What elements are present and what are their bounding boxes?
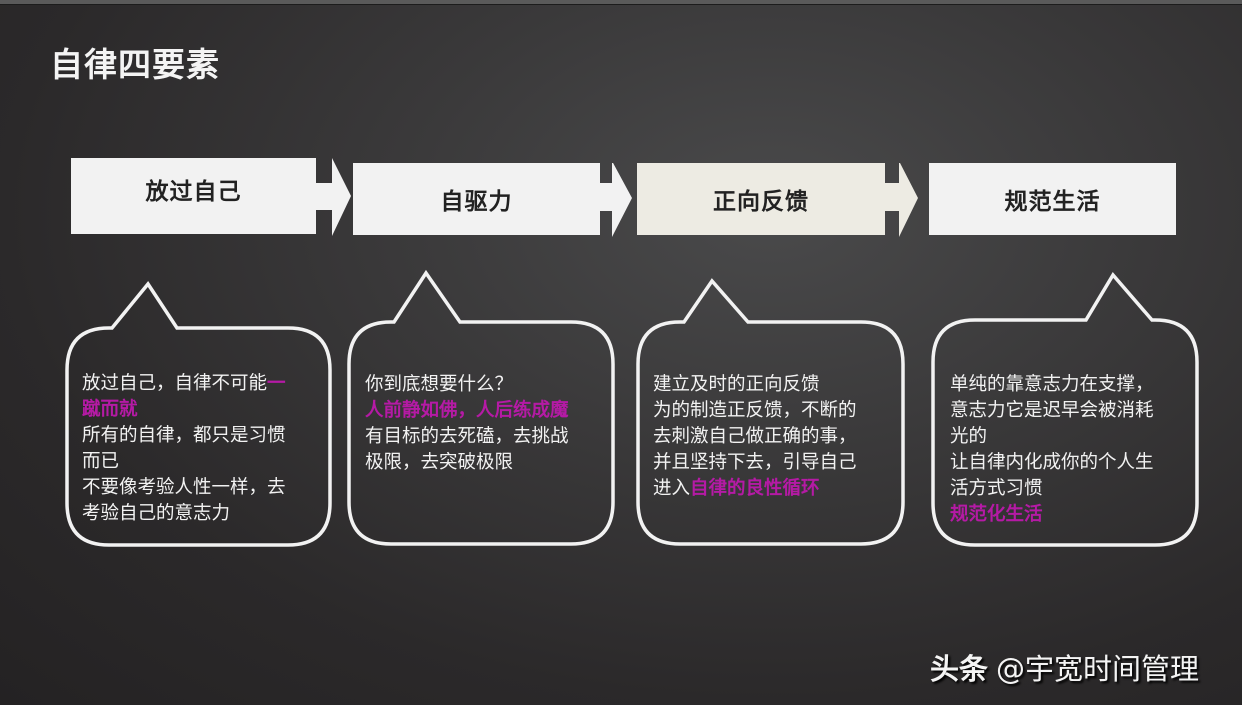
bubble-line: 极限，去突破极限 xyxy=(365,450,610,476)
speech-bubble-4 xyxy=(931,272,1199,547)
bubble-line: 为的制造正反馈，不断的 xyxy=(653,398,898,424)
watermark: 头条@宇宽时间管理 xyxy=(930,646,1199,688)
watermark-brand: 头条 xyxy=(930,652,989,686)
bubble-line: 人前静如佛，人后练成魔 xyxy=(365,398,610,424)
step-label: 放过自己 xyxy=(145,179,242,205)
step-label: 自驱力 xyxy=(440,189,513,215)
arrow-right-icon xyxy=(315,158,351,236)
body-text: 让自律内化成你的个人生 xyxy=(950,452,1154,473)
body-text: 而已 xyxy=(82,451,120,472)
bubble-line: 而已 xyxy=(82,449,327,475)
bubble-line: 放过自己，自律不可能一 xyxy=(82,371,327,397)
bubble-line: 考验自己的意志力 xyxy=(82,501,327,527)
highlight-text: 一 xyxy=(267,373,286,394)
bubble-text-3: 建立及时的正向反馈为的制造正反馈，不断的去刺激自己做正确的事， 并且坚持下去，引导… xyxy=(653,372,898,502)
body-text: 意志力它是迟早会被消耗 xyxy=(950,400,1154,421)
bubble-line: 你到底想要什么？ xyxy=(365,372,610,398)
arrow-right-icon xyxy=(599,163,632,237)
bubble-text-1: 放过自己，自律不可能一蹴而就所有的自律，都只是习惯而已不要像考验人性一样，去考验… xyxy=(82,371,327,527)
bubble-line: 有目标的去死磕，去挑战 xyxy=(365,424,610,450)
body-text: 建立及时的正向反馈 xyxy=(653,374,820,395)
bubble-line: 单纯的靠意志力在支撑， xyxy=(950,372,1195,398)
speech-bubble-2 xyxy=(347,269,615,546)
step-label: 规范生活 xyxy=(1004,189,1101,215)
arrow-right-icon xyxy=(884,163,918,237)
bubble-text-2: 你到底想要什么？ 人前静如佛，人后练成魔有目标的去死磕，去挑战极限，去突破极限 xyxy=(365,372,610,476)
top-border xyxy=(0,0,1242,5)
body-text: 考验自己的意志力 xyxy=(82,503,231,524)
bubble-line: 光的 xyxy=(950,424,1195,450)
highlight-text: 人前静如佛，人后练成魔 xyxy=(365,400,569,421)
step-box-3: 正向反馈 xyxy=(637,163,885,235)
bubble-line: 蹴而就 xyxy=(82,397,327,423)
body-text: 不要像考验人性一样，去 xyxy=(82,477,286,498)
body-text: 为的制造正反馈，不断的 xyxy=(653,400,857,421)
body-text: 进入 xyxy=(653,478,691,499)
bubble-line: 去刺激自己做正确的事， xyxy=(653,424,898,450)
bubble-line: 进入自律的良性循环 xyxy=(653,476,898,502)
step-box-4: 规范生活 xyxy=(929,163,1176,235)
body-text: 放过自己，自律不可能 xyxy=(82,373,268,394)
page-title: 自律四要素 xyxy=(50,45,220,84)
highlight-text: 自律的良性循环 xyxy=(690,478,820,499)
step-box-2: 自驱力 xyxy=(353,163,600,235)
bubble-line: 意志力它是迟早会被消耗 xyxy=(950,398,1195,424)
body-text: 单纯的靠意志力在支撑， xyxy=(950,374,1154,395)
bubble-line: 并且坚持下去，引导自己 xyxy=(653,450,898,476)
bubble-line: 不要像考验人性一样，去 xyxy=(82,475,327,501)
body-text: 光的 xyxy=(950,426,988,447)
bubble-text-4: 单纯的靠意志力在支撑， 意志力它是迟早会被消耗光的让自律内化成你的个人生活方式习惯… xyxy=(950,372,1195,528)
highlight-text: 规范化生活 xyxy=(950,504,1043,525)
bubble-line: 活方式习惯 xyxy=(950,476,1195,502)
speech-bubble-1 xyxy=(65,281,332,547)
body-text: 活方式习惯 xyxy=(950,478,1043,499)
body-text: 你到底想要什么？ xyxy=(365,374,514,395)
bubble-line: 规范化生活 xyxy=(950,502,1195,528)
step-box-1: 放过自己 xyxy=(71,158,316,234)
bubble-line: 所有的自律，都只是习惯 xyxy=(82,423,327,449)
body-text: 有目标的去死磕，去挑战 xyxy=(365,426,569,447)
bubble-line: 让自律内化成你的个人生 xyxy=(950,450,1195,476)
body-text: 去刺激自己做正确的事， xyxy=(653,426,857,447)
bubble-line: 建立及时的正向反馈 xyxy=(653,372,898,398)
body-text: 所有的自律，都只是习惯 xyxy=(82,425,286,446)
body-text: 极限，去突破极限 xyxy=(365,452,514,473)
body-text: 并且坚持下去，引导自己 xyxy=(653,452,857,473)
step-label: 正向反馈 xyxy=(713,189,809,215)
speech-bubble-3 xyxy=(636,278,905,546)
highlight-text: 蹴而就 xyxy=(82,399,138,420)
watermark-handle: @宇宽时间管理 xyxy=(996,652,1200,686)
